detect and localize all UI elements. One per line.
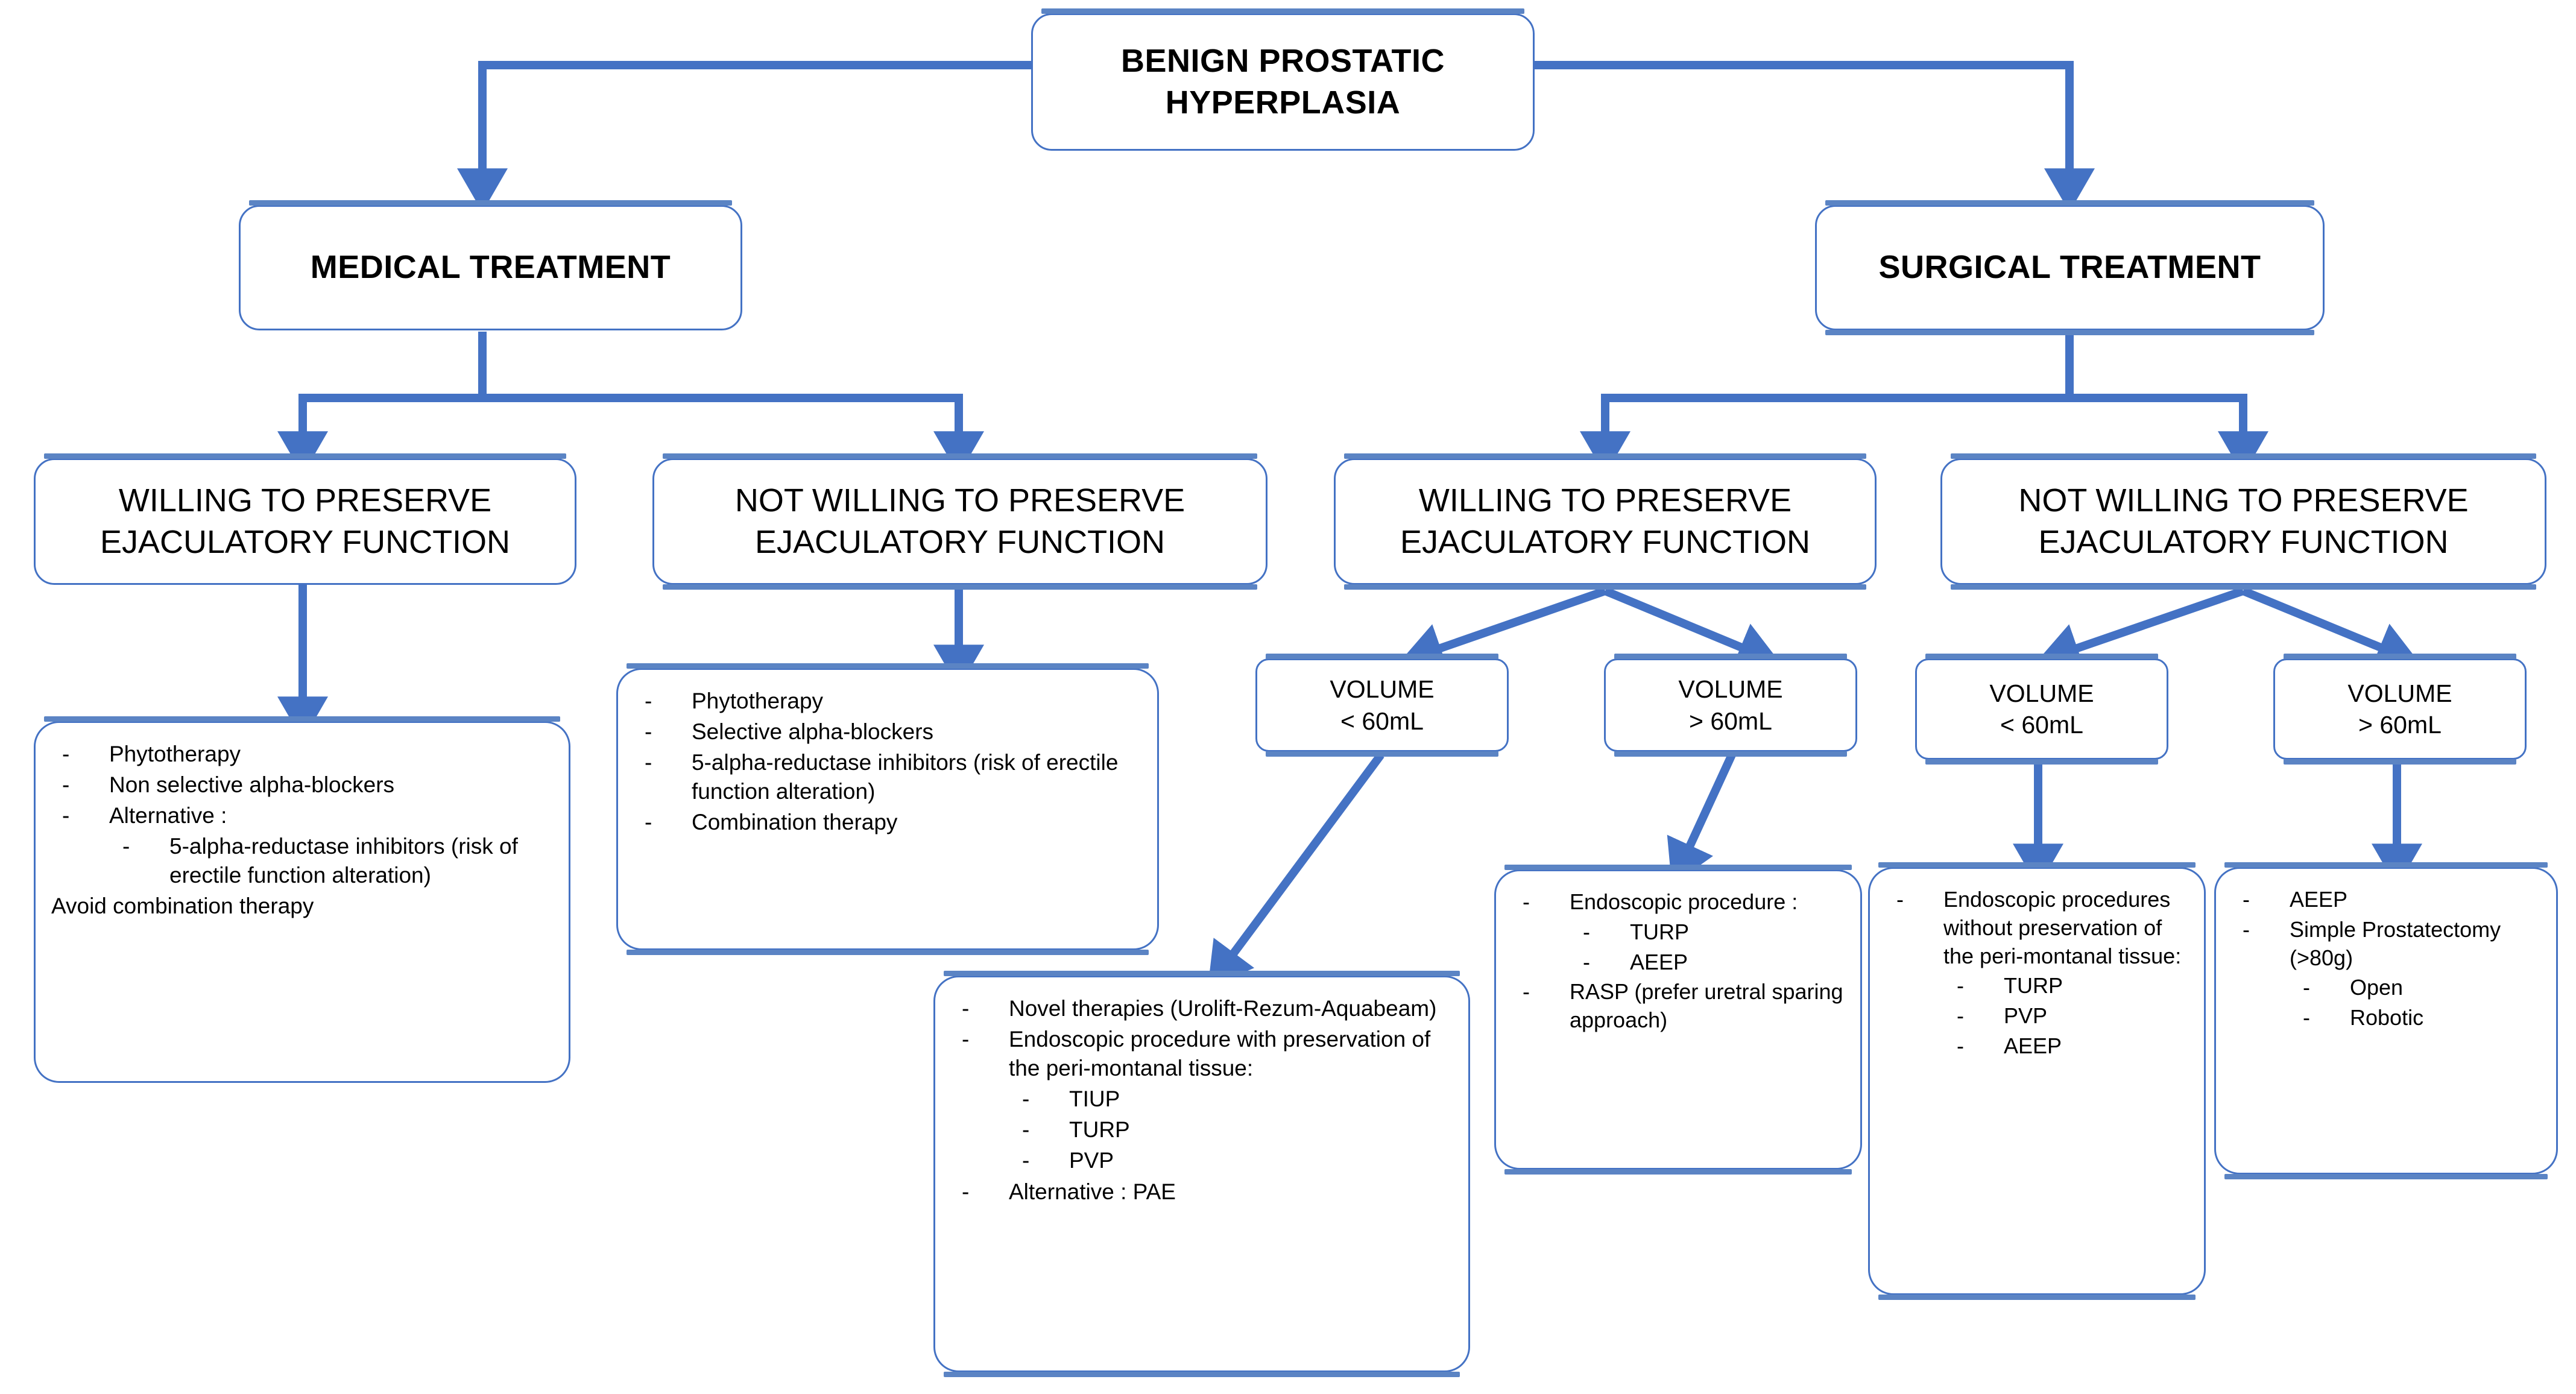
list-item: Non selective alpha-blockers	[51, 771, 554, 800]
node-medical-not-willing-title: NOT WILLING TO PRESERVE EJACULATORY FUNC…	[724, 480, 1196, 563]
node-surgical-not-willing-line1: NOT WILLING TO PRESERVE	[2018, 482, 2469, 519]
volume-value-1: < 60mL	[1340, 707, 1424, 735]
list-item: Combination therapy	[634, 808, 1143, 837]
box-medical-willing-options[interactable]: PhytotherapyNon selective alpha-blockers…	[34, 716, 570, 1083]
edge-surgnotwilling-to-vol-lt60	[2036, 587, 2245, 672]
list-item: AEEP	[1512, 948, 1846, 977]
node-surgical-willing[interactable]: WILLING TO PRESERVE EJACULATORY FUNCTION	[1334, 453, 1877, 590]
node-volume-surgnotwilling-gt60-title: VOLUME > 60mL	[2337, 678, 2463, 741]
list-item: Simple Prostatectomy (>80g)	[2232, 916, 2542, 973]
list-item: Endoscopic procedure :	[1512, 888, 1846, 916]
box-surgical-willing-lt60-options[interactable]: Novel therapies (Urolift-Rezum-Aquabeam)…	[933, 971, 1470, 1377]
volume-value-4: > 60mL	[2358, 711, 2442, 739]
node-volume-surgwilling-lt60[interactable]: VOLUME < 60mL	[1255, 654, 1509, 757]
volume-label-4: VOLUME	[2347, 679, 2452, 707]
edge-surgwilling-to-vol-gt60	[1603, 587, 1781, 670]
list-item: 5-alpha-reductase inhibitors (risk of er…	[634, 748, 1143, 806]
node-root-line1: BENIGN PROSTATIC	[1120, 42, 1445, 79]
list-item: AEEP	[1886, 1032, 2189, 1061]
list-item: Novel therapies (Urolift-Rezum-Aquabeam)	[951, 994, 1454, 1023]
surgical-willing-gt60-options-list: Endoscopic procedure :TURPAEEPRASP (pref…	[1496, 871, 1860, 1051]
list-item: TURP	[1512, 918, 1846, 947]
list-item: PVP	[1886, 1002, 2189, 1030]
surgical-not-willing-gt60-options-list: AEEPSimple Prostatectomy (>80g)OpenRobot…	[2216, 869, 2556, 1049]
edge-medical-to-notwilling	[478, 332, 984, 475]
list-item: PVP	[951, 1146, 1454, 1175]
node-medical-treatment-label: MEDICAL TREATMENT	[310, 249, 671, 286]
list-item: Alternative : PAE	[951, 1178, 1454, 1206]
node-surgical-not-willing[interactable]: NOT WILLING TO PRESERVE EJACULATORY FUNC…	[1940, 453, 2546, 590]
node-volume-surgwilling-gt60-title: VOLUME > 60mL	[1667, 673, 1793, 737]
box-medical-not-willing-options[interactable]: PhytotherapySelective alpha-blockers5-al…	[616, 663, 1159, 955]
node-medical-not-willing-line1: NOT WILLING TO PRESERVE	[734, 482, 1185, 519]
node-medical-willing-title: WILLING TO PRESERVE EJACULATORY FUNCTION	[89, 480, 521, 563]
list-item: Alternative :	[51, 801, 554, 830]
edge-vol-swlt60-to-options	[1207, 752, 1384, 988]
edge-medical-to-willing	[277, 332, 487, 475]
list-item: TIUP	[951, 1085, 1454, 1114]
node-root-line2: HYPERPLASIA	[1165, 84, 1401, 121]
edge-root-to-surgical	[1535, 61, 2095, 212]
edge-surgwilling-to-vol-lt60	[1399, 587, 1607, 672]
list-item: Open	[2232, 974, 2542, 1002]
node-surgical-not-willing-title: NOT WILLING TO PRESERVE EJACULATORY FUNC…	[2007, 480, 2479, 563]
node-surgical-willing-title: WILLING TO PRESERVE EJACULATORY FUNCTION	[1389, 480, 1821, 563]
node-surgical-treatment[interactable]: SURGICAL TREATMENT	[1815, 200, 2325, 335]
edge-vol-swgt60-to-options	[1667, 753, 1736, 886]
node-root[interactable]: BENIGN PROSTATIC HYPERPLASIA	[1031, 8, 1535, 151]
node-volume-surgnotwilling-lt60-title: VOLUME < 60mL	[1978, 678, 2104, 741]
node-volume-surgnotwilling-gt60[interactable]: VOLUME > 60mL	[2273, 654, 2527, 765]
list-item: Endoscopic procedures without preservati…	[1886, 886, 2189, 970]
node-root-title: BENIGN PROSTATIC HYPERPLASIA	[1110, 40, 1456, 124]
box-surgical-not-willing-gt60-options[interactable]: AEEPSimple Prostatectomy (>80g)OpenRobot…	[2214, 862, 2558, 1179]
volume-label-2: VOLUME	[1678, 675, 1783, 704]
node-medical-willing-line2: EJACULATORY FUNCTION	[99, 524, 511, 560]
box-surgical-not-willing-lt60-options[interactable]: Endoscopic procedures without preservati…	[1868, 862, 2206, 1300]
node-medical-willing-line1: WILLING TO PRESERVE	[118, 482, 492, 519]
volume-label-3: VOLUME	[1989, 679, 2094, 707]
node-volume-surgwilling-gt60[interactable]: VOLUME > 60mL	[1604, 654, 1857, 757]
list-item: RASP (prefer uretral sparing approach)	[1512, 978, 1846, 1035]
node-surgical-not-willing-line2: EJACULATORY FUNCTION	[2038, 524, 2449, 560]
node-surgical-willing-line2: EJACULATORY FUNCTION	[1400, 524, 1811, 560]
surgical-willing-lt60-options-list: Novel therapies (Urolift-Rezum-Aquabeam)…	[935, 977, 1468, 1223]
medical-not-willing-options-list: PhytotherapySelective alpha-blockers5-al…	[618, 670, 1157, 853]
list-item: Selective alpha-blockers	[634, 718, 1143, 746]
list-item: AEEP	[2232, 886, 2542, 914]
list-item: Phytotherapy	[51, 740, 554, 769]
surgical-not-willing-lt60-options-list: Endoscopic procedures without preservati…	[1870, 869, 2204, 1077]
node-medical-treatment[interactable]: MEDICAL TREATMENT	[239, 200, 742, 330]
list-item: Robotic	[2232, 1004, 2542, 1032]
list-item: Avoid combination therapy	[51, 894, 314, 919]
list-item: TURP	[951, 1115, 1454, 1144]
volume-label-1: VOLUME	[1330, 675, 1435, 704]
edge-surgical-to-willing	[1580, 332, 2074, 475]
edge-surgical-to-notwilling	[2065, 332, 2268, 475]
node-surgical-willing-line1: WILLING TO PRESERVE	[1418, 482, 1792, 519]
box-surgical-willing-gt60-options[interactable]: Endoscopic procedure :TURPAEEPRASP (pref…	[1494, 865, 1862, 1175]
list-item: Endoscopic procedure with preservation o…	[951, 1025, 1454, 1083]
node-volume-surgnotwilling-lt60[interactable]: VOLUME < 60mL	[1915, 654, 2168, 765]
node-volume-surgwilling-lt60-title: VOLUME < 60mL	[1319, 673, 1445, 737]
volume-value-3: < 60mL	[2000, 711, 2083, 739]
node-medical-willing[interactable]: WILLING TO PRESERVE EJACULATORY FUNCTION	[34, 453, 576, 585]
edge-surgnotwilling-to-vol-gt60	[2241, 587, 2420, 671]
edge-root-to-medical	[457, 61, 1031, 212]
list-item: TURP	[1886, 972, 2189, 1000]
medical-willing-options-list: PhytotherapyNon selective alpha-blockers…	[36, 723, 569, 938]
node-surgical-treatment-label: SURGICAL TREATMENT	[1878, 249, 2261, 286]
node-medical-not-willing-line2: EJACULATORY FUNCTION	[754, 524, 1166, 560]
list-item: 5-alpha-reductase inhibitors (risk of er…	[51, 832, 554, 890]
list-item: Phytotherapy	[634, 687, 1143, 716]
node-medical-not-willing[interactable]: NOT WILLING TO PRESERVE EJACULATORY FUNC…	[652, 453, 1267, 590]
volume-value-2: > 60mL	[1689, 707, 1772, 735]
